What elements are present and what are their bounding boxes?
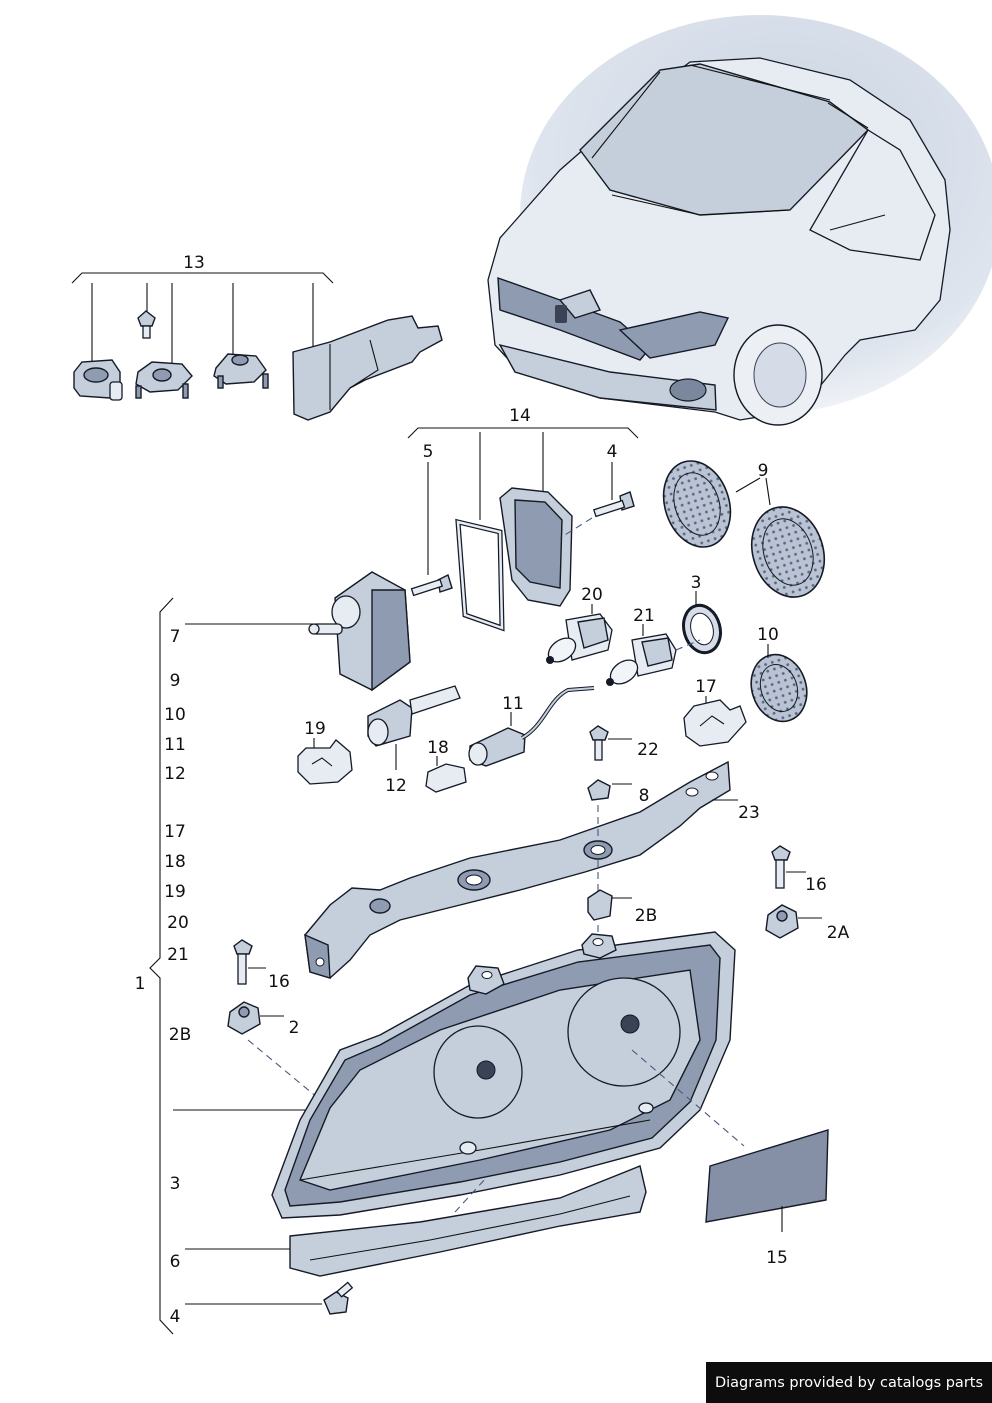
label-7: 7 — [170, 627, 181, 647]
trim-strip-6 — [185, 1165, 647, 1315]
fastener-16-2 — [227, 939, 319, 1099]
label-5: 5 — [423, 442, 434, 462]
credit-banner: Diagrams provided by catalogs parts — [706, 1362, 992, 1403]
label-19-bulb: 19 — [304, 719, 326, 739]
label-17-list: 17 — [164, 822, 186, 842]
label-4-bolt: 4 — [607, 442, 618, 462]
label-18-list: 18 — [164, 852, 186, 872]
label-8: 8 — [639, 786, 650, 806]
label-9-list: 9 — [170, 671, 181, 691]
label-17-bulb: 17 — [695, 677, 717, 697]
leveling-motor-7 — [185, 571, 411, 692]
group-1-brace — [149, 597, 174, 1335]
group-13-brackets — [71, 272, 443, 421]
label-13: 13 — [183, 253, 205, 273]
label-20-bulb: 20 — [581, 585, 603, 605]
label-21-bulb: 21 — [633, 606, 655, 626]
label-16-left: 16 — [268, 972, 290, 992]
callout-labels: 13 14 5 4 9 7 9 10 11 12 17 18 19 20 21 … — [135, 253, 850, 1327]
label-11-socket: 11 — [502, 694, 524, 714]
bulb-sockets — [297, 685, 747, 793]
label-10-cap: 10 — [757, 625, 779, 645]
label-12-socket: 12 — [385, 776, 407, 796]
label-6: 6 — [170, 1252, 181, 1272]
label-21-list: 21 — [167, 945, 189, 965]
label-1: 1 — [135, 974, 146, 994]
label-16-right: 16 — [805, 875, 827, 895]
label-4-screw: 4 — [170, 1307, 181, 1327]
label-20-list: 20 — [167, 913, 189, 933]
label-3-ring: 3 — [691, 573, 702, 593]
dust-caps — [662, 460, 825, 723]
label-2B-list: 2B — [169, 1025, 191, 1045]
label-18-bulb: 18 — [427, 738, 449, 758]
label-2B-nut: 2B — [635, 906, 657, 926]
bulbs-h7 — [546, 604, 701, 686]
label-9-caps: 9 — [758, 461, 769, 481]
fastener-16-2A — [765, 845, 822, 939]
label-2: 2 — [289, 1018, 300, 1038]
label-23: 23 — [738, 803, 760, 823]
label-19-list: 19 — [164, 882, 186, 902]
label-2A: 2A — [827, 923, 850, 943]
label-11-list: 11 — [164, 735, 186, 755]
mounting-bracket-23 — [304, 725, 738, 979]
label-10-list: 10 — [164, 705, 186, 725]
headlight-assembly — [173, 931, 745, 1219]
label-14: 14 — [509, 406, 531, 426]
label-3-list: 3 — [170, 1174, 181, 1194]
label-15: 15 — [766, 1248, 788, 1268]
group-14-leveling — [407, 427, 639, 632]
label-22: 22 — [637, 740, 659, 760]
label-12-list: 12 — [164, 764, 186, 784]
car-front-illustration — [487, 15, 992, 426]
reflector-15 — [705, 1129, 829, 1232]
